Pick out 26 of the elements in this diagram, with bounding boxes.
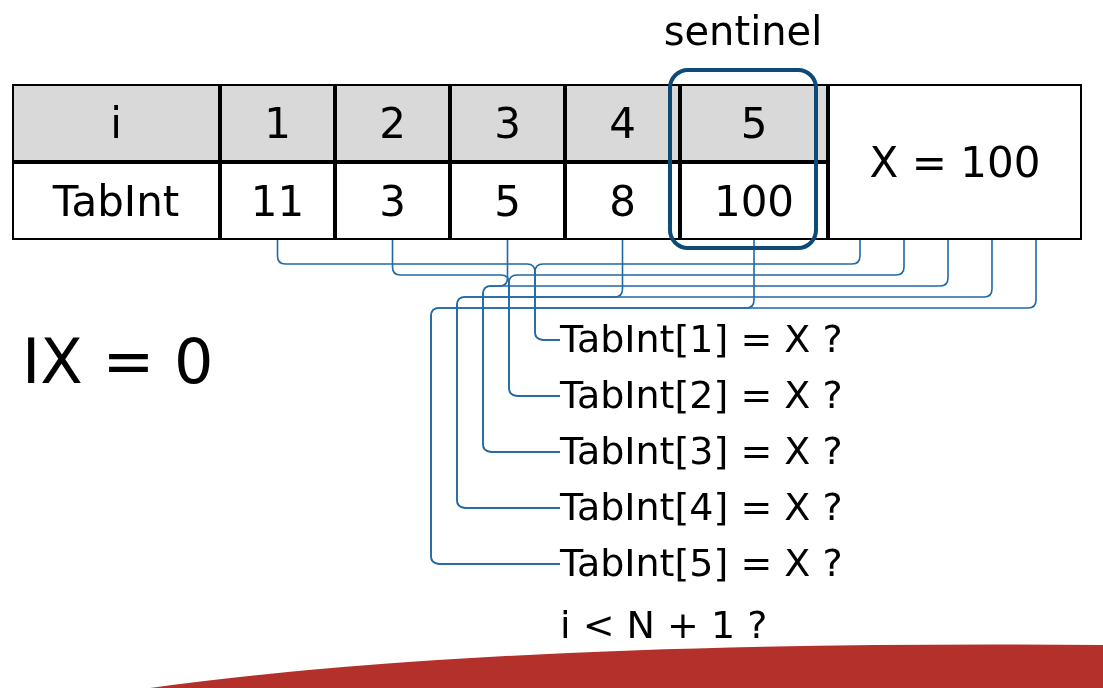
table-cell: 5 — [450, 162, 565, 240]
table-cell: 11 — [220, 162, 335, 240]
table-cell: X = 100 — [828, 84, 1082, 240]
brace-line — [534, 239, 861, 341]
header-cell: 3 — [450, 84, 565, 162]
frame-label: sentinel — [662, 8, 824, 54]
table-cell: 3 — [335, 162, 450, 240]
condition-text: TabInt[1] = X ? — [560, 318, 843, 362]
table-cell: 8 — [565, 162, 680, 240]
header-cell: 5 — [680, 84, 828, 162]
table-cell: 100 — [680, 162, 828, 240]
brace-line — [456, 239, 993, 509]
condition-text: i < N + 1 ? — [560, 604, 768, 648]
brace-line — [508, 239, 905, 397]
variable-text: IX = 0 — [22, 326, 214, 398]
header-cell: i — [12, 84, 220, 162]
header-cell: 1 — [220, 84, 335, 162]
header-cell: 4 — [565, 84, 680, 162]
condition-text: TabInt[2] = X ? — [560, 374, 843, 418]
row-header-cell: TabInt — [12, 162, 220, 240]
condition-text: TabInt[5] = X ? — [560, 542, 843, 586]
brace-line — [430, 239, 1037, 565]
condition-text: TabInt[4] = X ? — [560, 486, 843, 530]
header-cell: 2 — [335, 84, 450, 162]
brace-line — [482, 239, 949, 453]
condition-text: TabInt[3] = X ? — [560, 430, 843, 474]
